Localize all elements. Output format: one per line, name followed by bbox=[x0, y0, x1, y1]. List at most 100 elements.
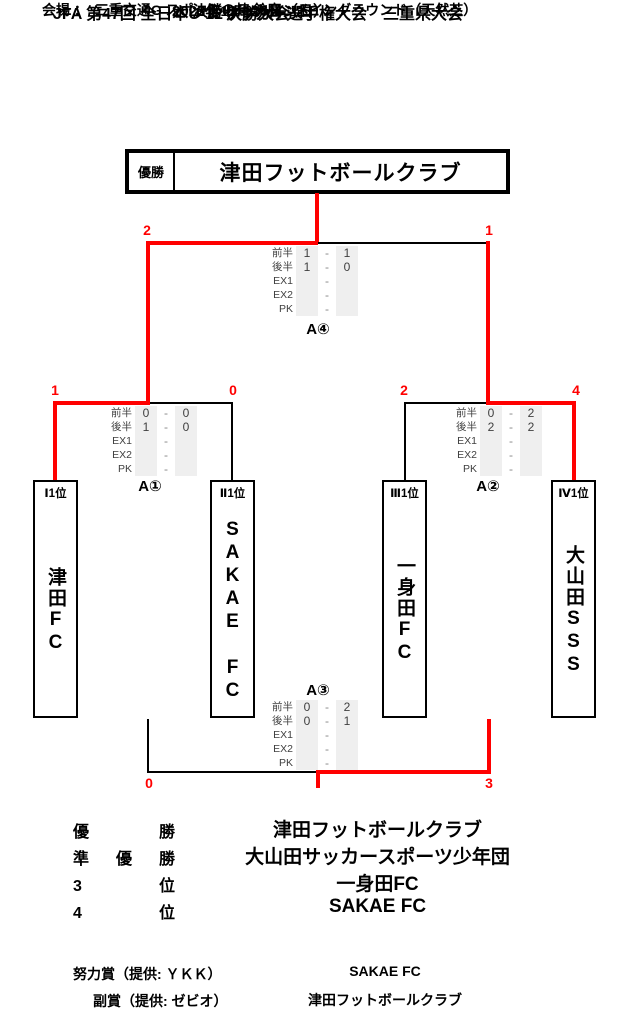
score-separator: - bbox=[509, 462, 513, 476]
match-a3-label: A③ bbox=[306, 682, 330, 699]
score-row: EX1 - bbox=[256, 274, 358, 288]
score-away bbox=[175, 434, 197, 448]
score-away: 0 bbox=[175, 406, 197, 420]
score-home: 1 bbox=[135, 420, 157, 434]
score-row-label: 前半 bbox=[272, 701, 293, 713]
thirdplace-right-vertical-line bbox=[487, 719, 491, 774]
score-separator: - bbox=[164, 420, 168, 434]
score-row: PK- bbox=[256, 756, 358, 770]
standings-team: 大山田サッカースポーツ少年団 bbox=[245, 847, 510, 868]
team-name-wrap: SAKAE FC bbox=[212, 505, 253, 716]
score-separator: - bbox=[509, 434, 513, 448]
score-home bbox=[480, 448, 502, 462]
score-separator: - bbox=[509, 420, 513, 434]
thirdplace-left-vertical-line bbox=[147, 719, 149, 773]
score-home bbox=[296, 742, 318, 756]
semifinal1-right-score: 0 bbox=[229, 382, 237, 398]
semifinal1-horizontal-right-line bbox=[150, 402, 233, 404]
score-away bbox=[520, 462, 542, 476]
score-row-label: 後半 bbox=[272, 715, 293, 727]
score-separator: - bbox=[325, 728, 329, 742]
standings-team: SAKAE FC bbox=[328, 896, 427, 917]
score-row-label: PK bbox=[117, 463, 132, 475]
standings-rank: 4 位 bbox=[73, 905, 175, 922]
champion-name: 津田フットボールクラブ bbox=[219, 161, 462, 185]
standings-team: 一身田FC bbox=[336, 874, 419, 895]
extra-prize-team: 津田フットボールクラブ bbox=[308, 992, 462, 1008]
score-row-label: EX1 bbox=[112, 435, 132, 447]
score-away bbox=[336, 302, 358, 316]
semifinal1-right-vertical-line bbox=[231, 402, 233, 482]
final-left-vertical-line bbox=[146, 241, 150, 405]
score-home: 1 bbox=[296, 246, 318, 260]
score-row-label: EX2 bbox=[273, 743, 293, 755]
semifinal2-right-vertical-line bbox=[572, 401, 576, 483]
score-separator: - bbox=[164, 462, 168, 476]
score-away bbox=[520, 434, 542, 448]
score-row: PK - bbox=[95, 462, 197, 476]
semifinal1-horizontal-left-line bbox=[53, 401, 150, 405]
score-row-label: EX2 bbox=[457, 449, 477, 461]
score-row: EX2- bbox=[440, 448, 542, 462]
score-separator: - bbox=[325, 274, 329, 288]
score-row-label: EX1 bbox=[457, 435, 477, 447]
score-separator: - bbox=[325, 260, 329, 274]
semifinal2-horizontal-right-line bbox=[486, 401, 576, 405]
team-name: 大山田SSS bbox=[563, 544, 584, 677]
score-home bbox=[296, 302, 318, 316]
team-seed: Ⅲ1位 bbox=[390, 488, 419, 500]
extra-prize-label: 副賞（提供: ゼビオ） bbox=[93, 993, 228, 1009]
score-away: 2 bbox=[520, 406, 542, 420]
score-away: 0 bbox=[336, 260, 358, 274]
score-separator: - bbox=[164, 406, 168, 420]
team-seed: Ⅰ1位 bbox=[44, 488, 67, 500]
score-home bbox=[135, 434, 157, 448]
venue-line: 会場 ： 三重交通G スポーツの杜 鈴鹿 メイングラウンド（天然芝） bbox=[42, 2, 478, 18]
team-seed: Ⅱ1位 bbox=[219, 488, 246, 500]
team-seed: Ⅳ1位 bbox=[558, 488, 589, 500]
thirdplace-right-score: 3 bbox=[485, 775, 493, 791]
champion-connector-line bbox=[315, 193, 319, 243]
score-away bbox=[520, 448, 542, 462]
effort-award-team: SAKAE FC bbox=[349, 963, 421, 979]
semifinal2-right-score: 4 bbox=[572, 382, 580, 398]
team-box-oyamada-sss: Ⅳ1位 大山田SSS bbox=[551, 480, 596, 718]
score-row: EX1- bbox=[256, 728, 358, 742]
score-row: EX2- bbox=[95, 448, 197, 462]
standings-rank: 優 勝 bbox=[73, 824, 175, 841]
match-a2-label: A② bbox=[476, 478, 500, 495]
score-row: EX1 - bbox=[440, 434, 542, 448]
score-row-label: EX2 bbox=[273, 289, 293, 301]
score-row-label: 前半 bbox=[272, 247, 293, 259]
score-home bbox=[296, 274, 318, 288]
match-a1-label: A① bbox=[138, 478, 162, 495]
thirdplace-left-score: 0 bbox=[145, 775, 153, 791]
score-row-label: EX1 bbox=[273, 275, 293, 287]
team-name-wrap: 大山田SSS bbox=[553, 505, 594, 716]
tournament-subtitle: 決勝大会 bbox=[225, 6, 290, 23]
final-right-score: 1 bbox=[485, 222, 493, 238]
score-home bbox=[296, 288, 318, 302]
score-row-label: 前半 bbox=[111, 407, 132, 419]
score-row-label: 後半 bbox=[111, 421, 132, 433]
score-separator: - bbox=[325, 288, 329, 302]
final-right-vertical-line bbox=[486, 241, 490, 405]
score-home: 0 bbox=[135, 406, 157, 420]
team-name-wrap: 津田FC bbox=[35, 505, 76, 716]
standings-rank: 3 位 bbox=[73, 878, 175, 895]
score-away: 1 bbox=[336, 246, 358, 260]
team-name: SAKAE FC bbox=[222, 518, 243, 703]
semifinal1-left-score: 1 bbox=[51, 382, 59, 398]
thirdplace-horizontal-right-line bbox=[316, 770, 491, 774]
score-away bbox=[175, 462, 197, 476]
team-name: 一身田FC bbox=[394, 556, 415, 665]
score-home bbox=[480, 462, 502, 476]
team-box-sakae-fc: Ⅱ1位 SAKAE FC bbox=[210, 480, 255, 718]
thirdplace-horizontal-left-line bbox=[147, 771, 318, 773]
score-home bbox=[296, 756, 318, 770]
